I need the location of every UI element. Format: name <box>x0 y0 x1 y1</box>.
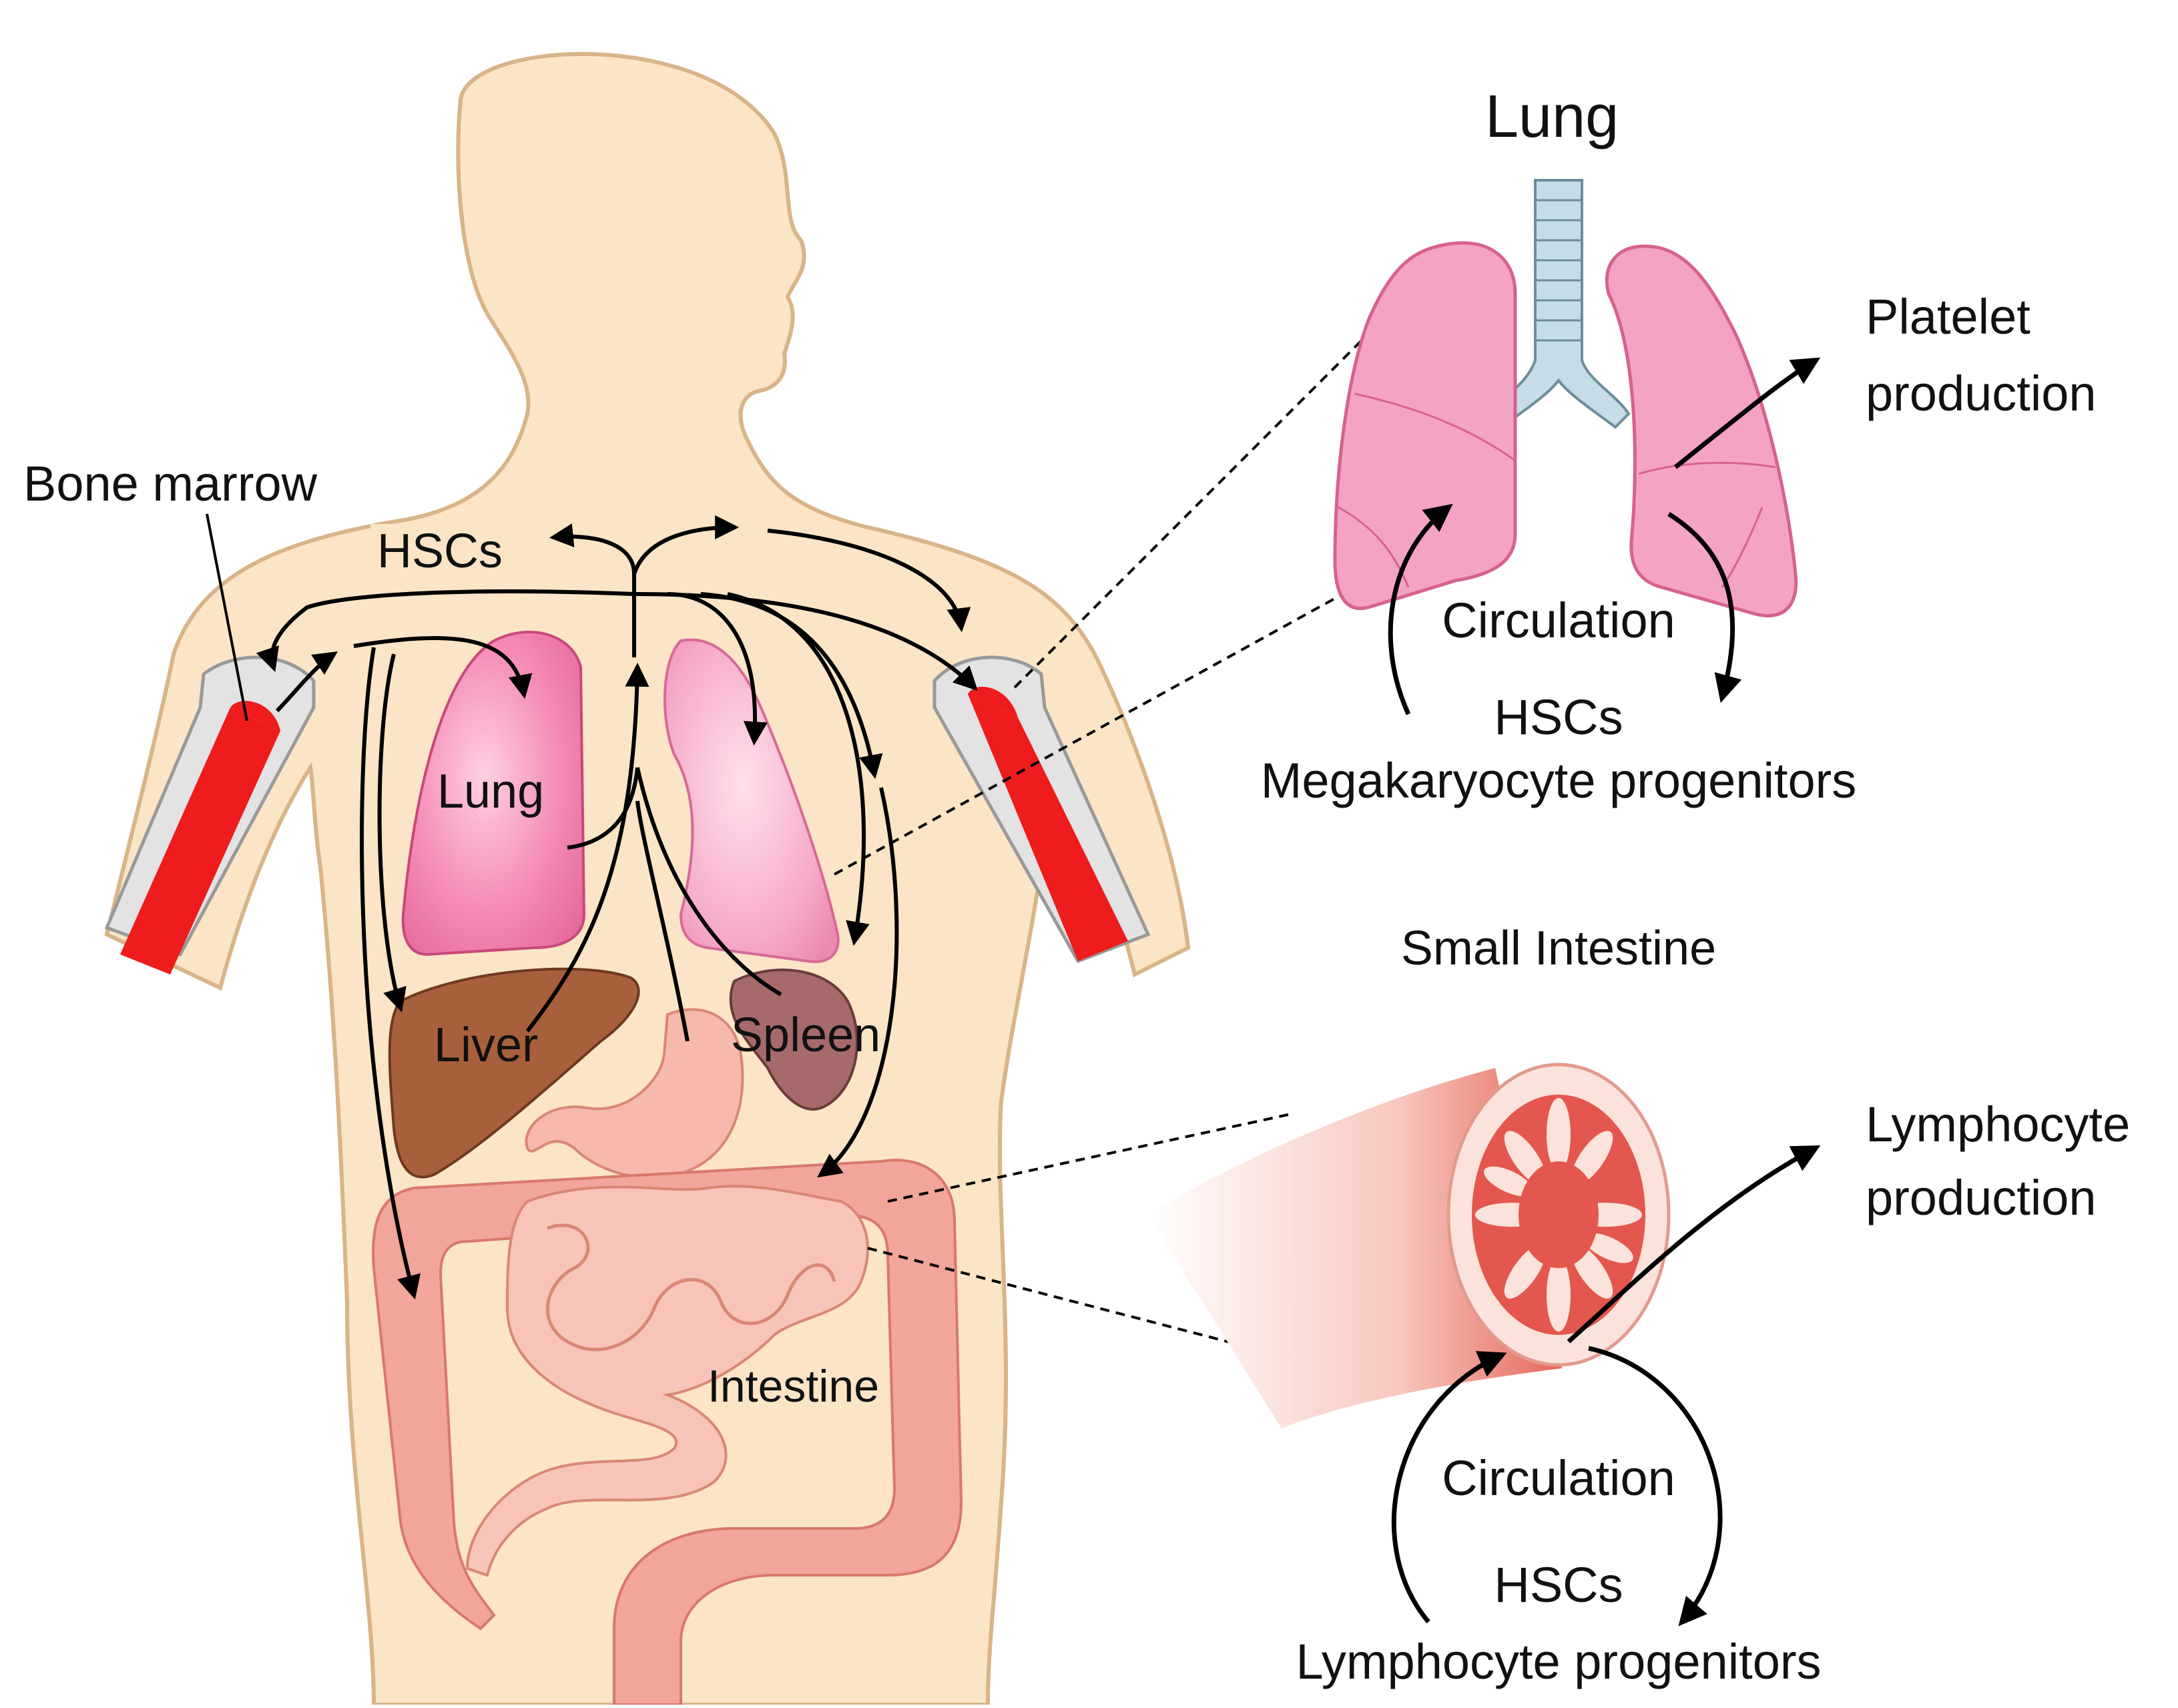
lung-hscs-label: HSCs <box>1494 689 1623 745</box>
callout-lines <box>834 312 1390 1383</box>
megakaryocyte-label: Megakaryocyte progenitors <box>1261 753 1857 808</box>
left-lung-organ <box>401 630 586 956</box>
lung-circulation-label: Circulation <box>1442 593 1675 648</box>
panel-left-lung <box>1333 241 1517 610</box>
intestine-label: Intestine <box>708 1361 879 1412</box>
platelet-line2: production <box>1866 366 2097 421</box>
int-hscs-label: HSCs <box>1494 1557 1623 1613</box>
small-intestine-panel: Small Intestine Lymphoc <box>1148 922 2130 1689</box>
body-labels: Bone marrow HSCs Lung Liver Spleen Intes… <box>23 456 880 1412</box>
lymphocyte-line2: production <box>1866 1170 2097 1225</box>
body-silhouette <box>104 51 1191 1707</box>
small-intestine-title: Small Intestine <box>1401 922 1716 975</box>
stomach-organ <box>525 1008 744 1179</box>
lung-organ-label: Lung <box>437 765 544 818</box>
lung-panel-arrows <box>1388 357 1821 716</box>
small-intestine-organ <box>465 1185 869 1577</box>
body-arrows <box>256 515 979 1300</box>
lymphocyte-line1: Lymphocyte <box>1866 1097 2130 1152</box>
int-circulation-label: Circulation <box>1442 1450 1675 1506</box>
intestine-panel-arrows <box>1392 1145 1821 1627</box>
intestine-tube-icon <box>1148 1063 1671 1428</box>
panel-right-lung <box>1605 244 1798 617</box>
hscs-label-bg <box>370 524 517 577</box>
liver-label: Liver <box>434 1019 538 1072</box>
bone-marrow-pointer <box>206 513 248 722</box>
left-arm-bone <box>104 655 316 974</box>
colon-organ <box>372 1159 963 1706</box>
platelet-line1: Platelet <box>1866 289 2030 344</box>
spleen-organ <box>729 968 859 1111</box>
spleen-label: Spleen <box>731 1009 880 1062</box>
lymphocyte-progenitors-label: Lymphocyte progenitors <box>1296 1634 1821 1689</box>
bone-marrow-label: Bone marrow <box>23 456 318 511</box>
lung-panel-title: Lung <box>1485 83 1619 150</box>
lung-panel: Lung Platelet production Circulation HSC… <box>1261 83 2097 808</box>
hscs-body-label: HSCs <box>377 525 503 578</box>
right-lung-organ <box>663 638 840 963</box>
